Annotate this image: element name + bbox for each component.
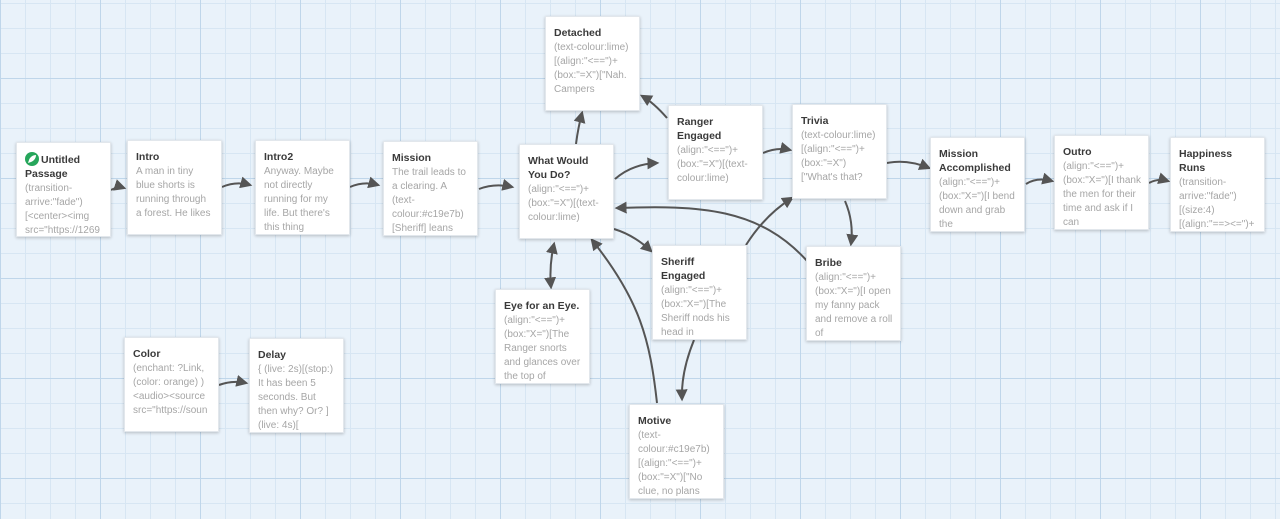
passage-mission[interactable]: Mission The trail leads to a clearing. A… — [383, 141, 478, 236]
passage-happiness-runs[interactable]: Happiness Runs (transition-arrive:"fade"… — [1170, 137, 1265, 232]
passage-title: Eye for an Eye. — [504, 300, 580, 312]
link-sheriff-trivia — [745, 196, 795, 246]
passage-color[interactable]: Color (enchant: ?Link, (color: orange) )… — [124, 337, 219, 432]
passage-title: Untitled Passage — [25, 152, 81, 180]
passage-excerpt: (align:"<==")+(box:"=X")[(text-colour:li… — [528, 184, 599, 223]
passage-title: Delay — [258, 349, 287, 361]
link-trivia-accomplished — [886, 158, 932, 170]
passage-motive[interactable]: Motive (text-colour:#c19e7b)[(align:"<==… — [629, 404, 724, 499]
passage-excerpt: (transition-arrive:"fade")[<center><img … — [25, 183, 100, 236]
passage-title: Mission Accomplished — [939, 148, 1011, 174]
passage-excerpt: (text-colour:#c19e7b)[(align:"<==")+(box… — [638, 430, 710, 497]
link-trivia-bribe — [844, 200, 859, 247]
link-what-eye — [544, 241, 558, 290]
passage-intro[interactable]: Intro A man in tiny blue shorts is runni… — [127, 140, 222, 235]
passage-title: Happiness Runs — [1179, 148, 1233, 174]
passage-title: Sheriff Engaged — [661, 256, 706, 282]
link-ranger-detached — [639, 94, 668, 119]
link-intro2-mission — [349, 176, 381, 189]
link-what-detached — [573, 110, 586, 145]
passage-outro[interactable]: Outro (align:"<==")+(box:"X=")[I thank t… — [1054, 135, 1149, 230]
passage-excerpt: (align:"<==")+(box:"X=")[The Sheriff nod… — [661, 285, 730, 338]
passage-title: Color — [133, 348, 161, 360]
link-motive-what — [590, 238, 658, 404]
passage-excerpt: (align:"<==")+(box:"X=")[I thank the men… — [1063, 161, 1141, 228]
passage-title: Intro2 — [264, 151, 294, 163]
passage-eye-for-an-eye[interactable]: Eye for an Eye. (align:"<==")+(box:"X=")… — [495, 289, 590, 384]
passage-sheriff-engaged[interactable]: Sheriff Engaged (align:"<==")+(box:"X=")… — [652, 245, 747, 340]
passage-excerpt: A man in tiny blue shorts is running thr… — [136, 166, 211, 219]
passage-excerpt: (align:"<==")+(box:"X=")[I open my fanny… — [815, 272, 893, 339]
passage-excerpt: (align:"<==")+(box:"X=")[I bend down and… — [939, 177, 1015, 230]
passage-excerpt: (text-colour:lime)[(align:"<==")+(box:"=… — [554, 42, 629, 95]
passage-excerpt: Anyway. Maybe not directly running for m… — [264, 166, 334, 233]
passage-title: Trivia — [801, 115, 829, 127]
passage-title: What Would You Do? — [528, 155, 589, 181]
passage-bribe[interactable]: Bribe (align:"<==")+(box:"X=")[I open my… — [806, 246, 901, 341]
passage-detached[interactable]: Detached (text-colour:lime)[(align:"<=="… — [545, 16, 640, 111]
passage-excerpt: (align:"<==")+(box:"=X")[(text-colour:li… — [677, 145, 748, 184]
passage-delay[interactable]: Delay { (live: 2s)[(stop:) It has been 5… — [249, 338, 344, 433]
passage-untitled[interactable]: Untitled Passage (transition-arrive:"fad… — [16, 142, 111, 237]
link-mission-what — [478, 178, 515, 191]
passage-what-would-you-do[interactable]: What Would You Do? (align:"<==")+(box:"=… — [519, 144, 614, 239]
passage-title: Bribe — [815, 257, 842, 269]
passage-ranger-engaged[interactable]: Ranger Engaged (align:"<==")+(box:"=X")[… — [668, 105, 763, 200]
link-intro-intro2 — [221, 176, 253, 189]
passage-title: Mission — [392, 152, 432, 164]
passage-mission-accomplished[interactable]: Mission Accomplished (align:"<==")+(box:… — [930, 137, 1025, 232]
link-what-sheriff — [613, 228, 653, 253]
link-what-ranger — [614, 157, 660, 180]
passage-title: Outro — [1063, 146, 1092, 158]
link-outro-happiness — [1148, 172, 1171, 184]
passage-excerpt: (text-colour:lime)[(align:"<==")+(box:"=… — [801, 130, 876, 183]
passage-title: Intro — [136, 151, 160, 163]
link-sheriff-motive — [675, 339, 695, 402]
passage-title: Motive — [638, 415, 672, 427]
passage-excerpt: The trail leads to a clearing. A (text-c… — [392, 167, 466, 234]
passage-trivia[interactable]: Trivia (text-colour:lime)[(align:"<==")+… — [792, 104, 887, 199]
link-color-delay — [218, 374, 249, 387]
passage-title: Detached — [554, 27, 602, 39]
passage-intro2[interactable]: Intro2 Anyway. Maybe not directly runnin… — [255, 140, 350, 235]
link-untitled-intro — [110, 179, 127, 191]
link-accomplished-outro — [1025, 172, 1055, 185]
passage-excerpt: (transition-arrive:"fade")[(size:4)[(ali… — [1179, 177, 1255, 230]
passage-title: Ranger Engaged — [677, 116, 722, 142]
passage-excerpt: { (live: 2s)[(stop:) It has been 5 secon… — [258, 364, 334, 431]
rocket-icon — [25, 152, 39, 166]
link-ranger-trivia — [762, 141, 793, 154]
passage-excerpt: (enchant: ?Link, (color: orange) )<audio… — [133, 363, 208, 416]
passage-excerpt: (align:"<==")+(box:"X=")[The Ranger snor… — [504, 315, 581, 382]
